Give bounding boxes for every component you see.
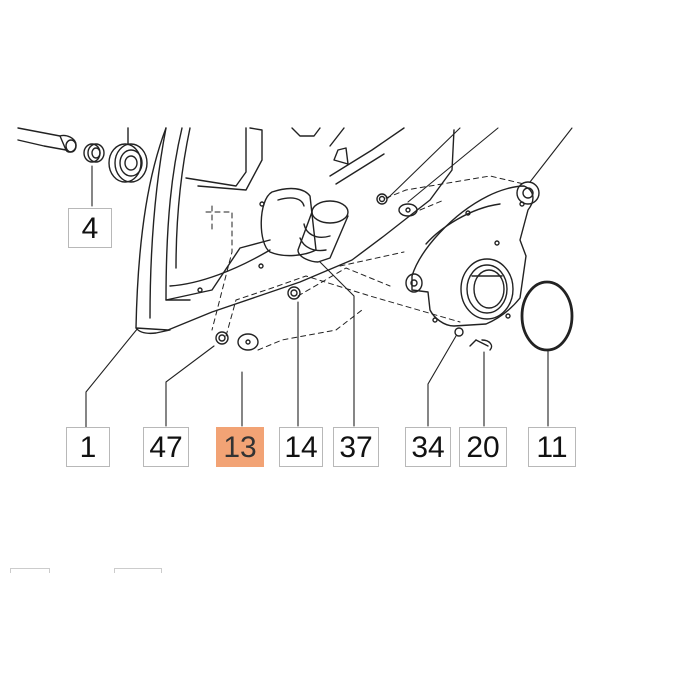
cover-fasteners: [454, 327, 493, 351]
sleeve-part: [297, 200, 349, 263]
empty-callout-stub: [114, 568, 162, 573]
cover-plate-part: [405, 181, 540, 327]
bushing-part: [83, 143, 105, 163]
washer-part-13: [237, 333, 259, 351]
bearing-part: [108, 127, 148, 183]
guard-housing-part: [135, 127, 455, 335]
nut-part-47: [215, 331, 229, 345]
callout-13[interactable]: 13: [216, 427, 264, 467]
o-ring-part: [520, 280, 574, 352]
callout-1[interactable]: 1: [66, 427, 110, 467]
leader-lines: [85, 127, 573, 431]
upper-nut-washer: [376, 193, 418, 217]
callout-47[interactable]: 47: [143, 427, 189, 467]
callout-34[interactable]: 34: [405, 427, 451, 467]
callout-4[interactable]: 4: [68, 208, 112, 248]
callout-14[interactable]: 14: [279, 427, 323, 467]
callout-37[interactable]: 37: [333, 427, 379, 467]
assembly-guide-lines: [205, 175, 525, 351]
callout-11[interactable]: 11: [528, 427, 576, 467]
empty-callout-stub: [10, 568, 50, 573]
nut-part-14: [287, 286, 301, 300]
shaft-part: [17, 127, 77, 153]
callout-20[interactable]: 20: [459, 427, 507, 467]
housing-seal-ring: [260, 187, 317, 257]
